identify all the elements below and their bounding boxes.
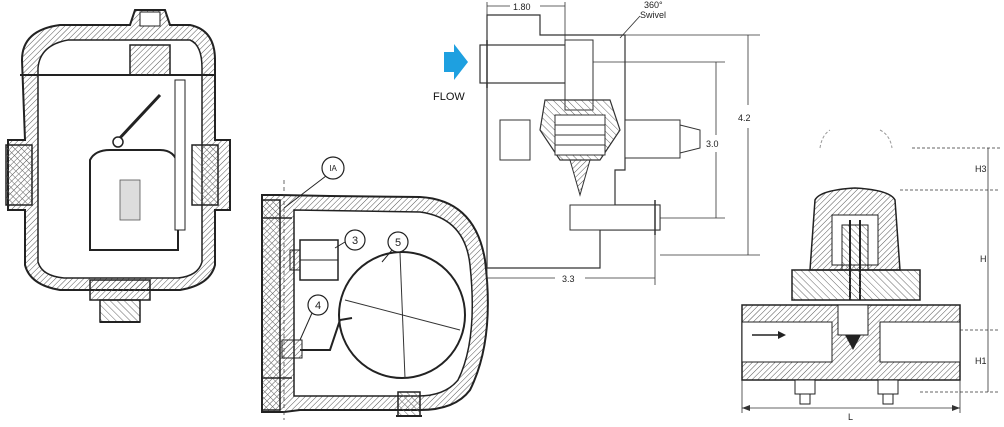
- dim-bottom-width: 3.3: [562, 274, 575, 284]
- flow-label: FLOW: [433, 91, 465, 103]
- callout-3-label: 3: [352, 235, 358, 247]
- dim-inlet-outlet: 3.0: [706, 139, 719, 149]
- flow-arrow-icon: [444, 44, 468, 80]
- dim-h1: H1: [975, 356, 987, 366]
- callout-3: 3: [334, 229, 366, 251]
- dim-top-width: 1.80: [513, 2, 531, 12]
- dim-h: H: [980, 254, 987, 264]
- float-trap-drawing: IA 3 4 5: [261, 156, 489, 420]
- inverted-bucket-trap-drawing: [5, 9, 231, 323]
- swivel-label-line2: Swivel: [640, 10, 666, 20]
- callout-4: 4: [299, 294, 329, 341]
- disc-trap-drawing: H3 H H1 L: [741, 129, 1000, 422]
- callout-ia: IA: [283, 156, 345, 209]
- callout-ia-label: IA: [329, 164, 337, 173]
- thermostatic-trap-drawing: FLOW 360° Swivel 1.80 4.2 3.0 3.3: [433, 0, 760, 285]
- swivel-label-line1: 360°: [644, 0, 663, 10]
- dim-h3: H3: [975, 164, 987, 174]
- dim-l: L: [848, 412, 853, 422]
- dim-height-total: 4.2: [738, 113, 751, 123]
- callout-5-label: 5: [395, 237, 401, 249]
- callout-4-label: 4: [315, 300, 321, 312]
- callout-5: 5: [381, 231, 409, 263]
